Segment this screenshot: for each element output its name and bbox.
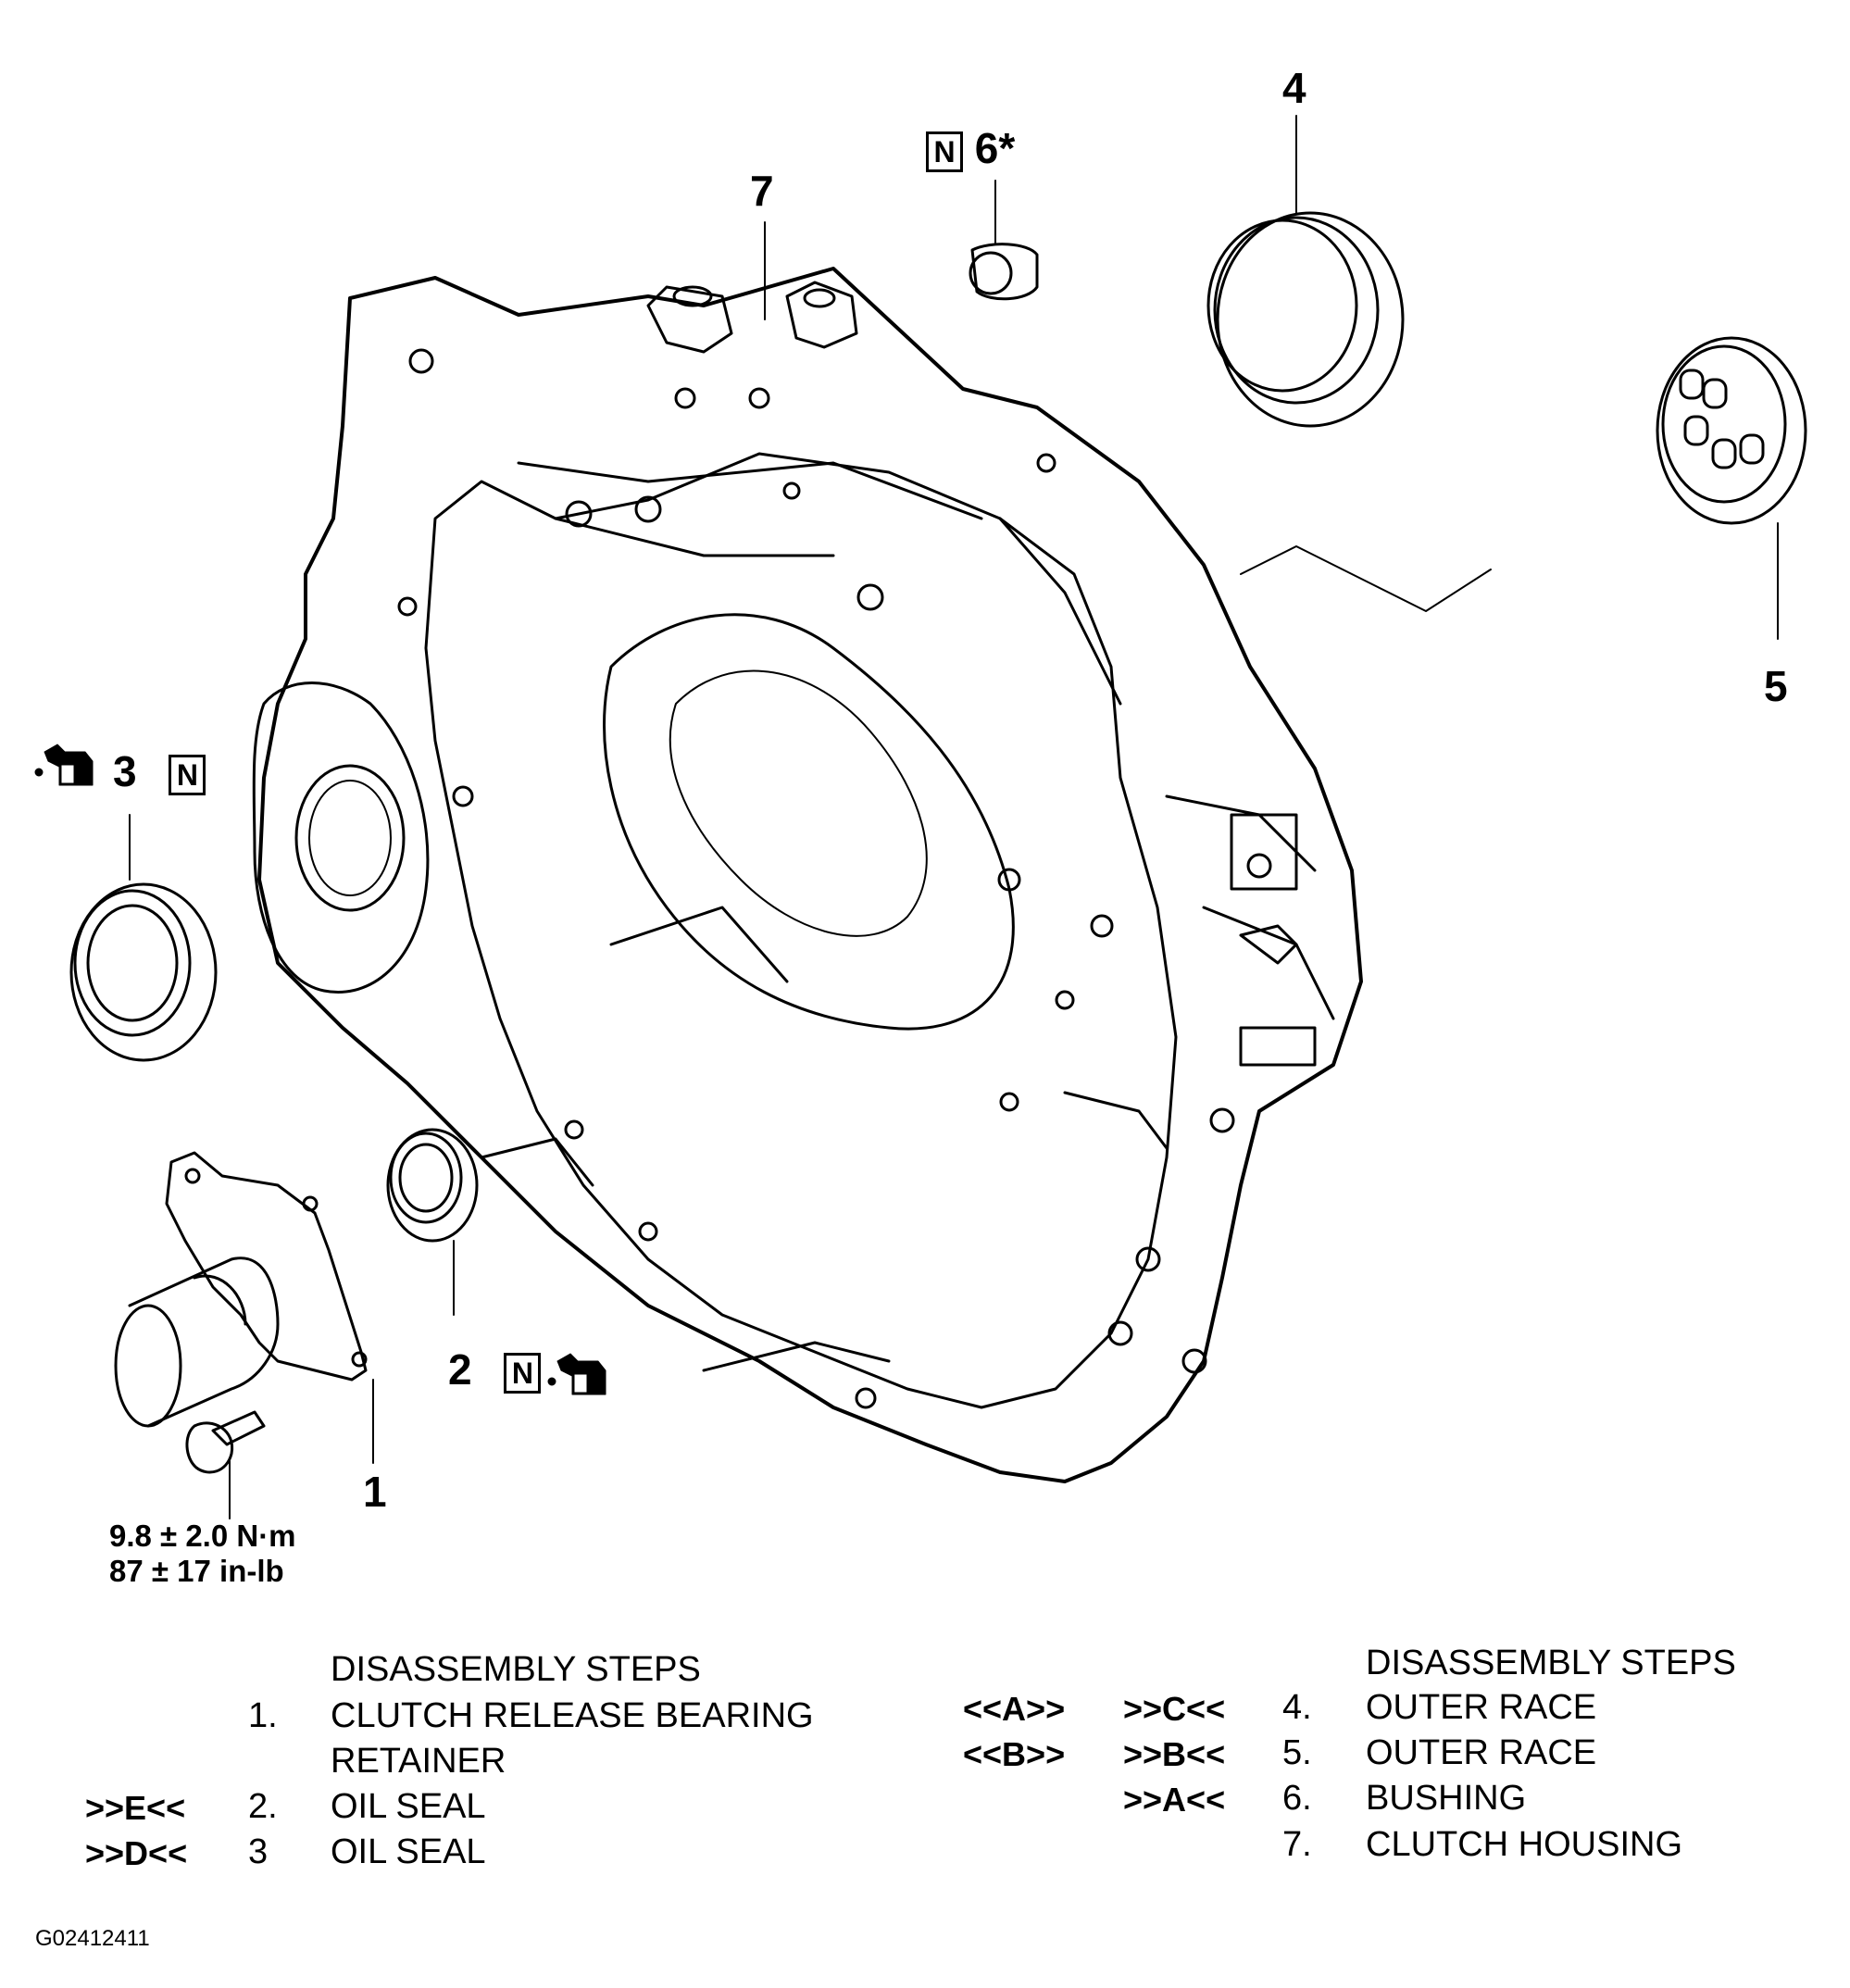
right-step-num: 4. <box>1282 1688 1312 1727</box>
outer-race-5 <box>1656 336 1807 640</box>
left-step-num: 3 <box>248 1832 269 1871</box>
left-step-num: 2. <box>248 1787 278 1826</box>
callout-2-label: 2 <box>448 1345 472 1394</box>
left-step-code: >>D<< <box>85 1834 188 1872</box>
callout-1: 1 <box>363 1468 387 1516</box>
left-step-text: RETAINER <box>331 1742 506 1781</box>
left-step-text: OIL SEAL <box>331 1787 486 1826</box>
torque-metric: 9.8 ± 2.0 N·m <box>109 1519 296 1553</box>
right-step-code: >>A<< <box>1123 1781 1226 1819</box>
left-step-num: 1. <box>248 1696 278 1735</box>
oil-can-icon <box>34 744 94 786</box>
callout-5: 5 <box>1764 662 1788 710</box>
right-step-code: <<A>> <box>963 1690 1066 1728</box>
n-box-icon: N <box>504 1352 542 1394</box>
left-steps-header: DISASSEMBLY STEPS <box>331 1650 701 1689</box>
bushing-6 <box>969 180 1039 301</box>
right-step-num: 7. <box>1282 1825 1312 1864</box>
right-step-num: 5. <box>1282 1733 1312 1772</box>
release-bearing-retainer <box>114 1151 368 1519</box>
callout-3: 3 N <box>113 750 206 795</box>
right-steps-header: DISASSEMBLY STEPS <box>1366 1644 1736 1682</box>
right-step-text: CLUTCH HOUSING <box>1366 1825 1683 1864</box>
right-step-code: >>C<< <box>1123 1690 1226 1728</box>
right-step-code: >>B<< <box>1123 1735 1226 1773</box>
right-step-num: 6. <box>1282 1779 1312 1818</box>
callout-6-label: 6* <box>974 124 1016 172</box>
n-box-icon: N <box>169 754 206 795</box>
callout-2: 2 N <box>448 1345 542 1394</box>
callout-3-label: 3 <box>113 747 137 795</box>
callout-4: 4 <box>1282 64 1306 112</box>
figure-id: G02412411 <box>35 1926 150 1951</box>
n-box-icon: N <box>926 131 963 172</box>
oil-seal-small <box>386 1128 479 1316</box>
callout-7: 7 <box>750 167 774 215</box>
right-step-code: <<B>> <box>963 1735 1066 1773</box>
left-step-text: CLUTCH RELEASE BEARING <box>331 1696 814 1735</box>
torque-imperial: 87 ± 17 in-lb <box>109 1554 284 1588</box>
callout-6: N 6* <box>926 127 1015 172</box>
torque-spec: 9.8 ± 2.0 N·m 87 ± 17 in-lb <box>109 1519 296 1589</box>
clutch-housing <box>252 267 1492 1483</box>
outer-race-4 <box>1206 115 1405 428</box>
oil-can-icon <box>547 1353 606 1395</box>
left-step-text: OIL SEAL <box>331 1832 486 1871</box>
left-step-code: >>E<< <box>85 1789 186 1827</box>
right-step-text: OUTER RACE <box>1366 1733 1597 1772</box>
oil-seal-large <box>69 814 218 1062</box>
right-step-text: BUSHING <box>1366 1779 1527 1818</box>
right-step-text: OUTER RACE <box>1366 1688 1597 1727</box>
